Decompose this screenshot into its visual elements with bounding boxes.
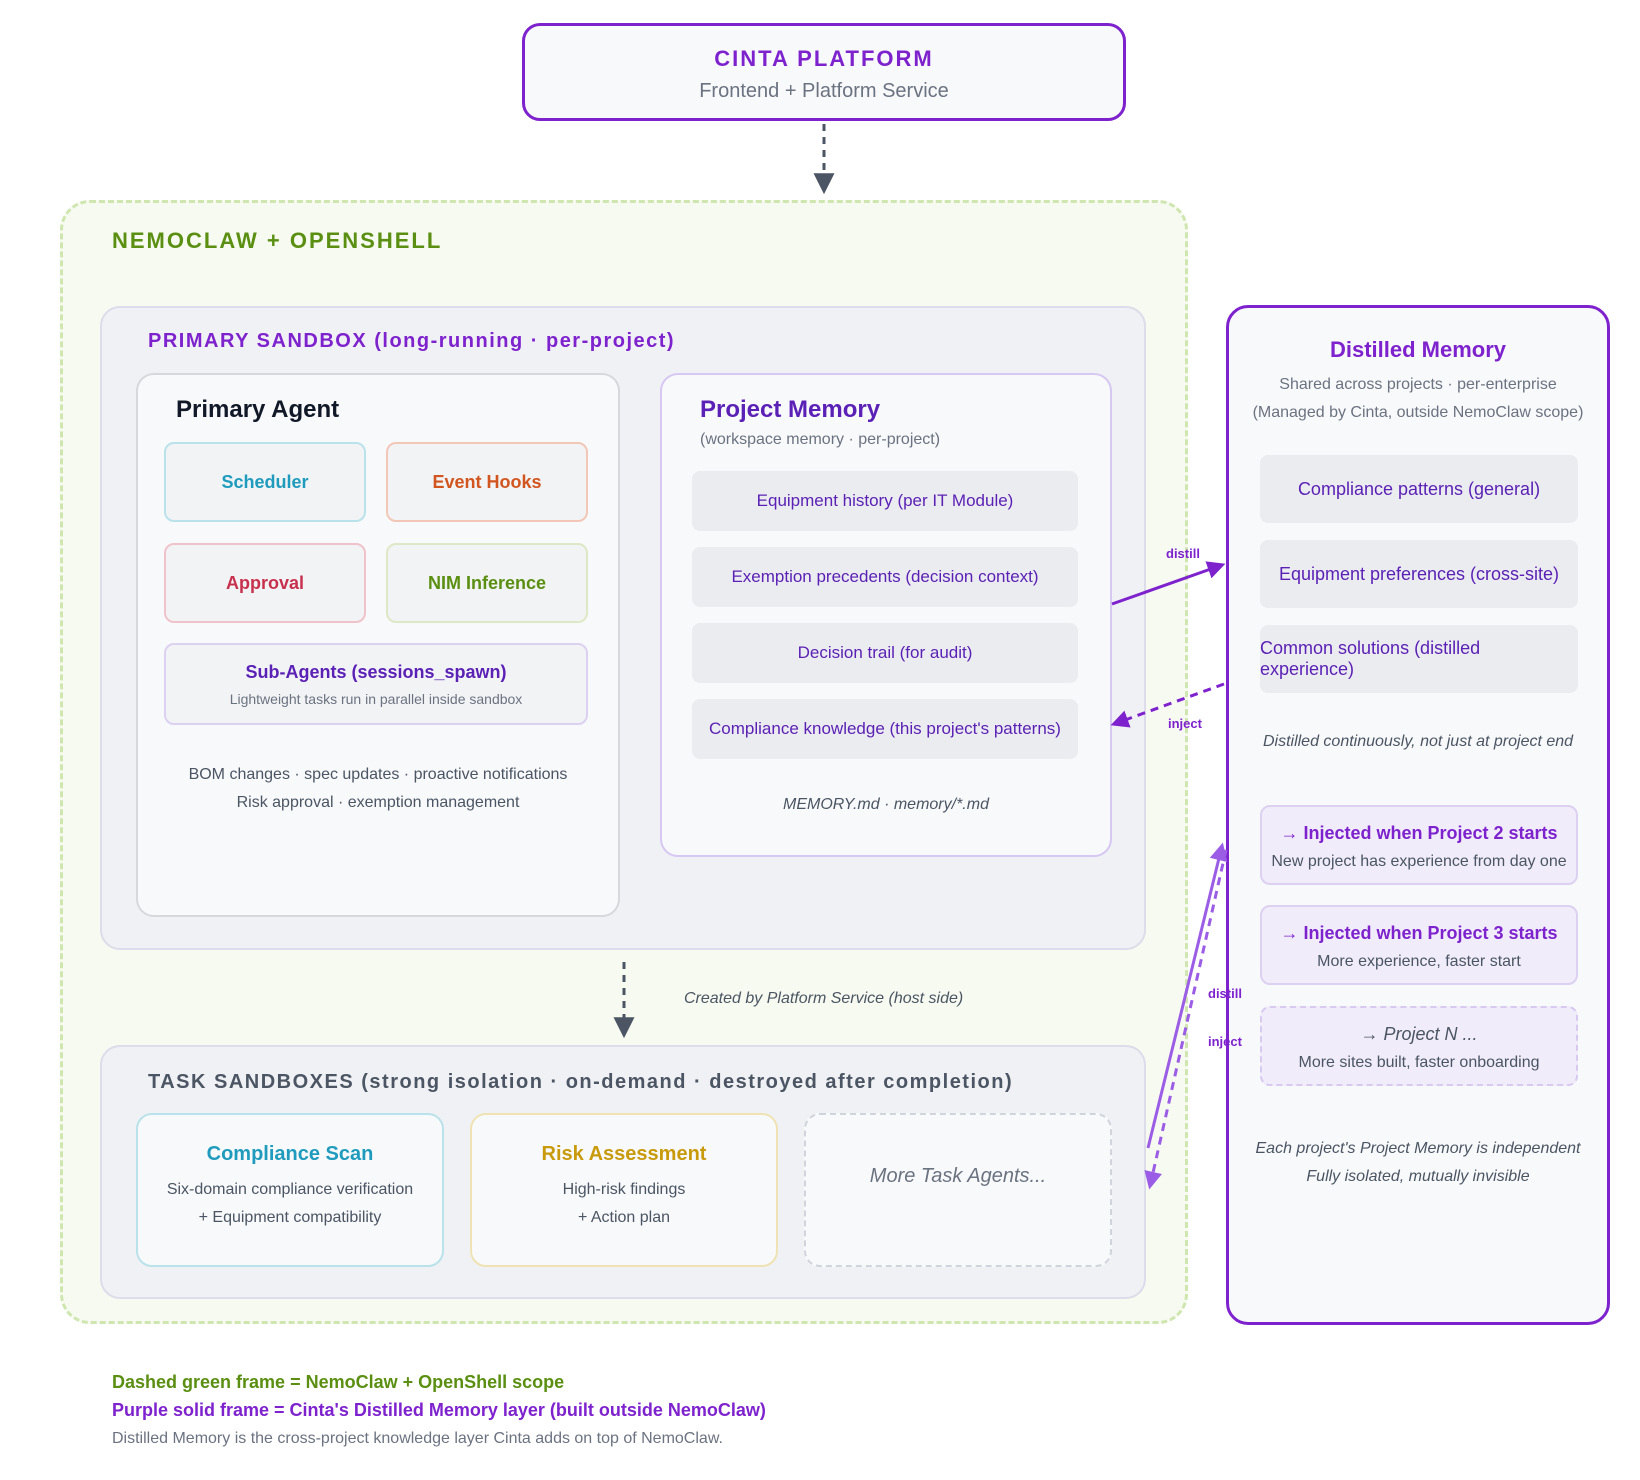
injection-desc: More experience, faster start — [1317, 953, 1521, 970]
sub-agents-name: Sub-Agents (sessions_spawn) — [245, 661, 507, 682]
inject-arrow-lower — [1144, 849, 1228, 1190]
distilled-memory-footer: Fully isolated, mutually invisible — [1306, 1168, 1530, 1185]
project-memory-item: Exemption precedents (decision context) — [692, 547, 1078, 607]
created-by-note: Created by Platform Service (host side) — [684, 990, 964, 1007]
injection-name: → Injected when Project 2 starts — [1280, 823, 1558, 843]
distill-arrow-upper — [1111, 561, 1226, 606]
project-memory-item: Equipment history (per IT Module) — [692, 471, 1078, 531]
nim-inference-chip: NIM Inference — [386, 543, 588, 623]
platform-subtitle: Frontend + Platform Service — [699, 80, 949, 102]
distilled-memory-item: Equipment preferences (cross-site) — [1260, 540, 1578, 608]
distilled-memory-item: Common solutions (distilled experience) — [1260, 625, 1578, 693]
project-memory-item: Compliance knowledge (this project's pat… — [692, 699, 1078, 759]
approval-chip: Approval — [164, 543, 366, 623]
injection-desc: New project has experience from day one — [1271, 853, 1567, 870]
task-desc: Six-domain compliance verification — [166, 1181, 414, 1198]
task-desc: + Equipment compatibility — [198, 1209, 382, 1226]
task-sandboxes-title: TASK SANDBOXES (strong isolation · on-de… — [148, 1071, 1014, 1093]
inject-label: inject — [1208, 1034, 1242, 1049]
primary-sandbox-title: PRIMARY SANDBOX (long-running · per-proj… — [148, 330, 676, 352]
distill-label: distill — [1208, 986, 1242, 1001]
task-name: More Task Agents... — [869, 1165, 1047, 1187]
agent-note-1: BOM changes · spec updates · proactive n… — [188, 766, 568, 783]
compliance-scan-task: Compliance Scan Six-domain compliance ve… — [136, 1113, 444, 1267]
platform-title: CINTA PLATFORM — [714, 46, 934, 71]
project-memory-subtitle: (workspace memory · per-project) — [700, 431, 941, 448]
more-task-agents: More Task Agents... — [804, 1113, 1112, 1267]
project-memory-title: Project Memory — [700, 396, 881, 423]
distilled-memory-title: Distilled Memory — [1329, 337, 1507, 362]
distill-arrow-lower — [1146, 842, 1228, 1149]
injection-project-3: → Injected when Project 3 starts More ex… — [1260, 905, 1578, 985]
distilled-memory-footer: Each project's Project Memory is indepen… — [1255, 1140, 1581, 1157]
project-memory-box — [660, 373, 1112, 857]
sub-agents-chip: Sub-Agents (sessions_spawn) Lightweight … — [164, 643, 588, 725]
legend-green: Dashed green frame = NemoClaw + OpenShel… — [112, 1372, 565, 1392]
risk-assessment-task: Risk Assessment High-risk findings + Act… — [470, 1113, 778, 1267]
task-name: Compliance Scan — [206, 1143, 374, 1165]
distilled-memory-subtitle: (Managed by Cinta, outside NemoClaw scop… — [1252, 404, 1584, 421]
sub-agents-desc: Lightweight tasks run in parallel inside… — [229, 690, 523, 707]
injection-desc: More sites built, faster onboarding — [1298, 1054, 1540, 1071]
distilled-memory-note: Distilled continuously, not just at proj… — [1262, 733, 1574, 750]
legend-note: Distilled Memory is the cross-project kn… — [112, 1430, 723, 1447]
task-desc: + Action plan — [577, 1209, 671, 1226]
inject-arrow-upper — [1110, 682, 1225, 728]
injection-name: → Project N ... — [1360, 1024, 1478, 1044]
legend-purple: Purple solid frame = Cinta's Distilled M… — [112, 1400, 766, 1420]
nemoclaw-title: NEMOCLAW + OPENSHELL — [112, 228, 443, 253]
project-memory-footer: MEMORY.md · memory/*.md — [783, 796, 989, 813]
distilled-memory-item: Compliance patterns (general) — [1260, 455, 1578, 523]
agent-note-2: Risk approval · exemption management — [236, 794, 520, 811]
injection-project-n: → Project N ... More sites built, faster… — [1260, 1006, 1578, 1086]
inject-label: inject — [1168, 716, 1202, 731]
project-memory-item: Decision trail (for audit) — [692, 623, 1078, 683]
primary-agent-title: Primary Agent — [176, 396, 340, 423]
injection-project-2: → Injected when Project 2 starts New pro… — [1260, 805, 1578, 885]
injection-name: → Injected when Project 3 starts — [1280, 923, 1558, 943]
distilled-memory-subtitle: Shared across projects · per-enterprise — [1279, 376, 1557, 393]
cinta-platform-box: CINTA PLATFORM Frontend + Platform Servi… — [522, 23, 1126, 121]
task-desc: High-risk findings — [562, 1181, 686, 1198]
distill-label: distill — [1166, 546, 1200, 561]
scheduler-chip: Scheduler — [164, 442, 366, 522]
task-name: Risk Assessment — [541, 1143, 707, 1165]
event-hooks-chip: Event Hooks — [386, 442, 588, 522]
